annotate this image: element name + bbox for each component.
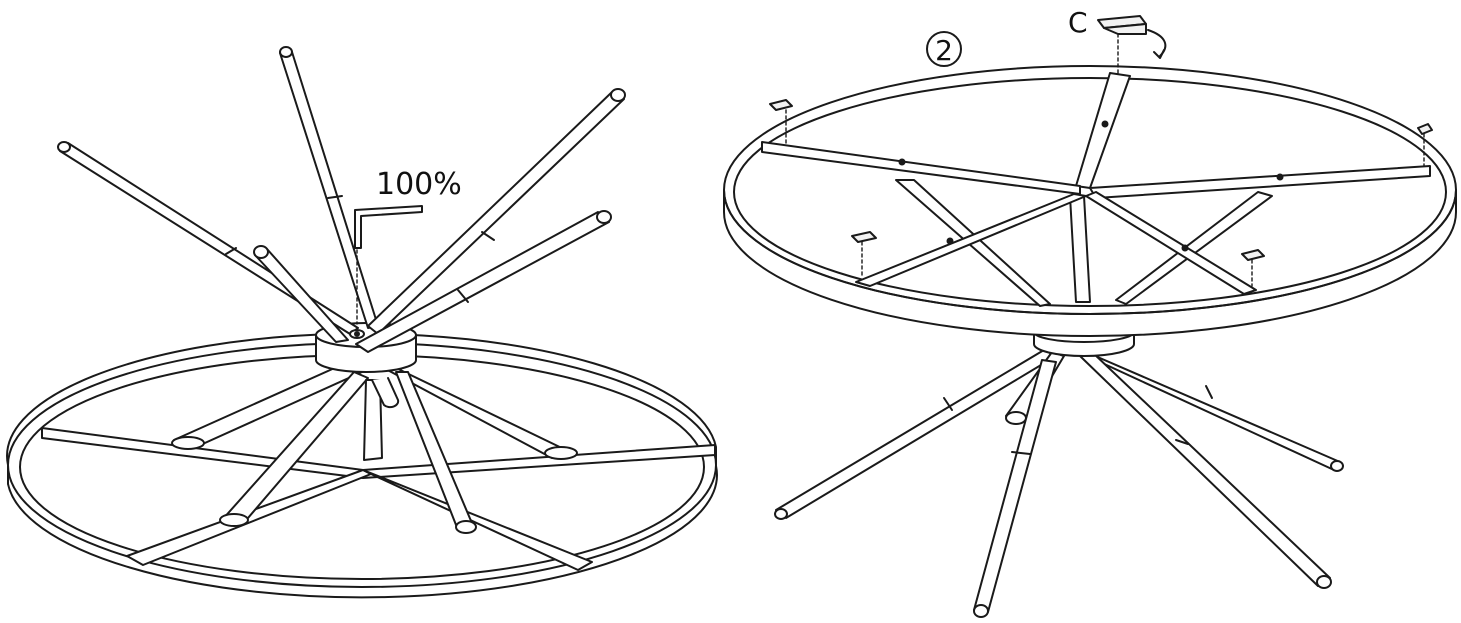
left-upper-legs: [57, 46, 626, 353]
right-braces: [761, 72, 1431, 295]
torque-label: 100%: [376, 167, 462, 202]
left-bolt: [349, 249, 365, 339]
right-pads: [769, 99, 1433, 261]
left-figure: [6, 46, 718, 599]
pad-c-part: [1097, 15, 1147, 35]
left-lower-legs: [171, 361, 578, 534]
allen-key-icon: [354, 205, 423, 249]
right-rim: [723, 65, 1457, 337]
right-pad-guides: [785, 33, 1425, 287]
step-number-circle: [926, 31, 962, 67]
right-figure: [723, 15, 1457, 618]
right-legs: [774, 349, 1344, 618]
rotate-arrow-icon: [1147, 29, 1167, 59]
left-rim: [6, 332, 718, 599]
step-number: 2: [935, 34, 953, 67]
pad-c-label: C: [1068, 6, 1088, 39]
